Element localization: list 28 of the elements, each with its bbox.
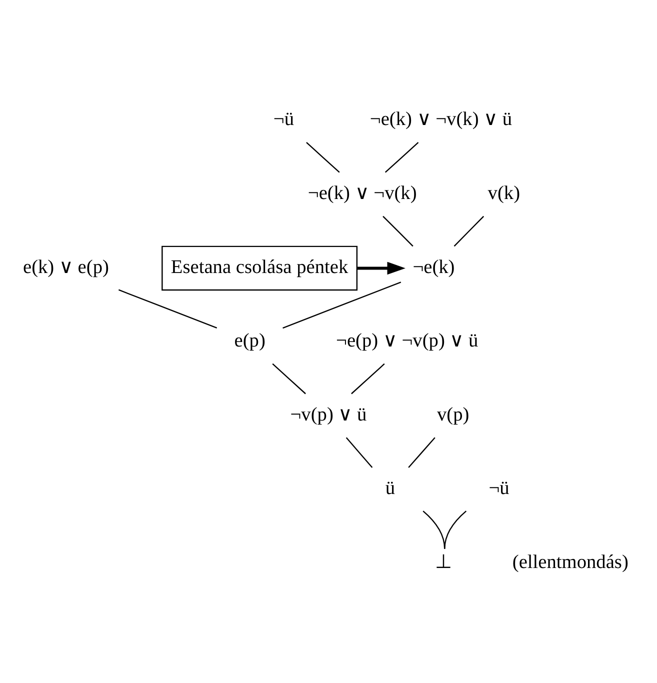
- connector: [306, 142, 340, 172]
- node-text: v(p): [436, 404, 470, 425]
- connector: [282, 281, 402, 328]
- connector: [272, 362, 306, 394]
- node-text: v(k): [488, 182, 520, 204]
- node-text: ¬ü: [488, 478, 510, 499]
- node-text: ¬ü: [273, 108, 294, 130]
- node-text: e(p): [234, 330, 266, 352]
- connector: [384, 142, 419, 172]
- node-text: ¬e(p) ∨ ¬v(p) ∨ ü: [336, 330, 478, 352]
- node-text: e(k) ∨ e(p): [23, 256, 109, 278]
- node-text: ¬v(p) ∨ ü: [290, 404, 367, 425]
- node-text: ü: [385, 478, 396, 499]
- node-text: ¬e(k) ∨ ¬v(k): [308, 182, 417, 204]
- connector: [444, 510, 467, 548]
- node-label: (ellentmondás): [512, 551, 628, 572]
- connector: [382, 215, 414, 246]
- node-text: ⊥: [434, 551, 452, 572]
- connector: [454, 215, 484, 246]
- arrow: [357, 261, 406, 274]
- node-text: ¬e(k): [412, 256, 455, 278]
- connector: [408, 436, 436, 468]
- connector: [351, 362, 385, 394]
- node-box: Esetana csolása péntek: [162, 245, 358, 290]
- node-text: ¬e(k) ∨ ¬v(k) ∨ ü: [370, 108, 512, 130]
- connector: [118, 288, 218, 328]
- connector: [422, 510, 446, 548]
- connector: [346, 436, 373, 468]
